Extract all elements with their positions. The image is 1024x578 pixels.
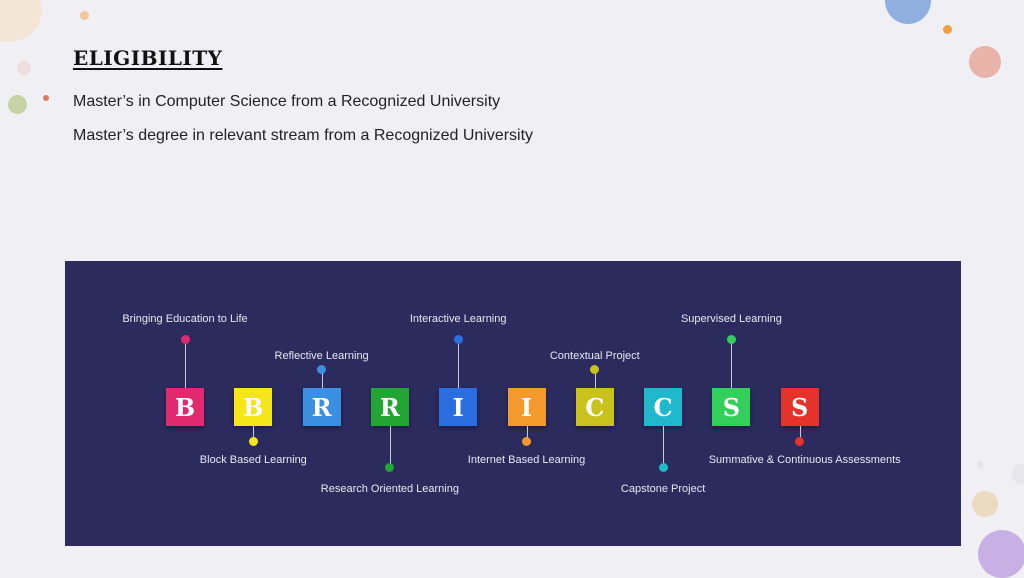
decor-dot — [43, 95, 49, 101]
tile-label: Supervised Learning — [680, 313, 782, 325]
connector-line — [253, 426, 255, 441]
connector-line — [389, 426, 391, 467]
connector-line — [321, 373, 323, 388]
connector-line — [458, 343, 460, 388]
letter-tile: B — [234, 388, 273, 426]
connector-line — [185, 343, 186, 388]
connector-dot — [658, 462, 668, 472]
letter-tile: R — [302, 388, 341, 426]
tile-label: Bringing Education to Life — [122, 313, 248, 325]
connector-dot — [180, 334, 190, 344]
tile-label: Reflective Learning — [274, 350, 369, 362]
connector-dot — [248, 436, 258, 446]
tile-label: Capstone Project — [620, 483, 706, 495]
decor-dot — [978, 530, 1024, 578]
letter-tile: R — [370, 388, 409, 426]
connector-dot — [453, 334, 463, 344]
eligibility-line: Master’s in Computer Science from a Reco… — [73, 93, 501, 110]
letter-tile: S — [780, 388, 819, 426]
connector-line — [594, 373, 596, 388]
connector-dot — [726, 334, 736, 344]
connector-dot — [317, 364, 327, 374]
connector-line — [663, 426, 665, 467]
decor-dot — [943, 25, 952, 34]
decor-dot — [885, 0, 931, 24]
letter-tile: S — [712, 388, 751, 426]
connector-dot — [795, 436, 805, 446]
page-title: ELIGIBILITY — [73, 46, 223, 70]
tile-label: Summative & Continuous Assessments — [708, 454, 901, 466]
letter-tile: B — [166, 388, 204, 426]
letter-tile: I — [507, 388, 546, 426]
letter-tile: C — [575, 388, 614, 426]
eligibility-line: Master’s degree in relevant stream from … — [73, 127, 534, 144]
tile-label: Block Based Learning — [199, 454, 307, 466]
connector-line — [526, 426, 528, 441]
tile-label: Internet Based Learning — [467, 454, 586, 466]
decor-dot — [1012, 463, 1024, 485]
tile-label: Interactive Learning — [409, 313, 507, 325]
connector-dot — [522, 436, 531, 446]
tile-label: Contextual Project — [549, 350, 640, 362]
letter-tile: C — [644, 388, 683, 426]
connector-dot — [385, 462, 395, 472]
connector-line — [799, 426, 801, 441]
decor-dot — [17, 61, 31, 75]
decor-dot — [80, 11, 89, 20]
decor-dot — [972, 491, 998, 517]
letter-tile: I — [439, 388, 478, 426]
tile-label: Research Oriented Learning — [320, 483, 459, 495]
decor-dot — [977, 461, 984, 468]
connector-line — [731, 343, 733, 388]
connector-dot — [590, 364, 600, 374]
decor-dot — [8, 95, 27, 114]
decor-dot — [969, 46, 1001, 78]
decor-dot — [0, 0, 42, 42]
